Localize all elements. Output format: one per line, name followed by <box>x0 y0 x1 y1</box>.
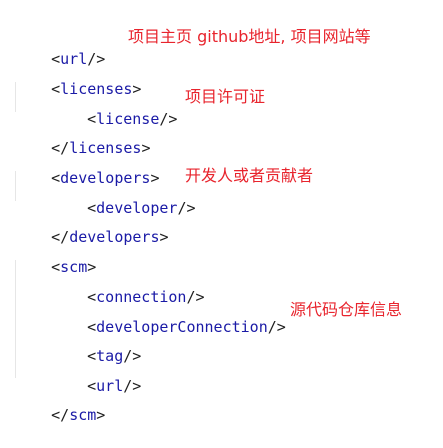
tag-name: scm <box>60 258 88 276</box>
indent-guide <box>15 260 16 378</box>
tag-name: url <box>96 377 124 395</box>
tag-name: developerConnection <box>96 318 268 336</box>
tag-bracket: < <box>87 110 97 128</box>
tag-bracket: > <box>159 228 169 246</box>
tag-bracket: > <box>150 169 160 187</box>
code-line-licenses-open[interactable]: <licenses> <box>15 56 141 98</box>
tag-bracket: < <box>51 80 61 98</box>
code-line-url[interactable]: <url/> <box>15 26 105 68</box>
annotation-license: 项目许可证 <box>185 87 266 106</box>
tag-name: developers <box>69 228 160 246</box>
tag-name: connection <box>96 288 187 306</box>
tag-bracket: </ <box>51 406 70 424</box>
code-line-license[interactable]: <license/> <box>51 86 177 128</box>
indent-guide <box>15 171 16 201</box>
tag-name: licenses <box>69 139 142 157</box>
tag-bracket: < <box>87 199 97 217</box>
tag-bracket: > <box>87 258 97 276</box>
annotation-url: 项目主页 github地址, 项目网站等 <box>128 27 371 46</box>
tag-name: license <box>96 110 160 128</box>
code-line-developers-open[interactable]: <developers> <box>15 145 159 187</box>
tag-name: scm <box>69 406 97 424</box>
code-line-developers-close[interactable]: </developers> <box>15 204 168 246</box>
tag-bracket: /> <box>159 110 178 128</box>
code-line-developer[interactable]: <developer/> <box>51 175 195 217</box>
code-line-scm-close[interactable]: </scm> <box>15 382 105 424</box>
code-line-tag[interactable]: <tag/> <box>51 323 141 365</box>
tag-name: tag <box>96 347 124 365</box>
tag-bracket: /> <box>123 377 142 395</box>
tag-bracket: </ <box>51 139 70 157</box>
code-line-scm-open[interactable]: <scm> <box>15 234 96 276</box>
tag-bracket: < <box>87 377 97 395</box>
tag-bracket: > <box>141 139 151 157</box>
tag-bracket: < <box>51 50 61 68</box>
tag-bracket: /> <box>186 288 205 306</box>
tag-bracket: > <box>132 80 142 98</box>
code-line-connection[interactable]: <connection/> <box>51 264 204 306</box>
tag-bracket: < <box>87 318 97 336</box>
tag-bracket: /> <box>267 318 286 336</box>
indent-guide <box>15 82 16 112</box>
tag-name: developer <box>96 199 178 217</box>
annotation-developer: 开发人或者贡献者 <box>185 166 314 185</box>
tag-bracket: < <box>87 288 97 306</box>
code-editor[interactable]: <url/> <licenses> <license/> </licenses>… <box>0 0 443 424</box>
tag-name: developers <box>60 169 151 187</box>
annotation-scm: 源代码仓库信息 <box>290 300 403 319</box>
tag-name: licenses <box>60 80 133 98</box>
tag-bracket: < <box>87 347 97 365</box>
tag-bracket: /> <box>87 50 106 68</box>
tag-bracket: < <box>51 258 61 276</box>
tag-bracket: < <box>51 169 61 187</box>
code-line-scm-url[interactable]: <url/> <box>51 353 141 395</box>
tag-bracket: </ <box>51 228 70 246</box>
code-line-developer-connection[interactable]: <developerConnection/> <box>51 294 286 336</box>
tag-bracket: /> <box>177 199 196 217</box>
tag-name: url <box>60 50 88 68</box>
tag-bracket: /> <box>123 347 142 365</box>
tag-bracket: > <box>96 406 106 424</box>
code-line-licenses-close[interactable]: </licenses> <box>15 115 150 157</box>
